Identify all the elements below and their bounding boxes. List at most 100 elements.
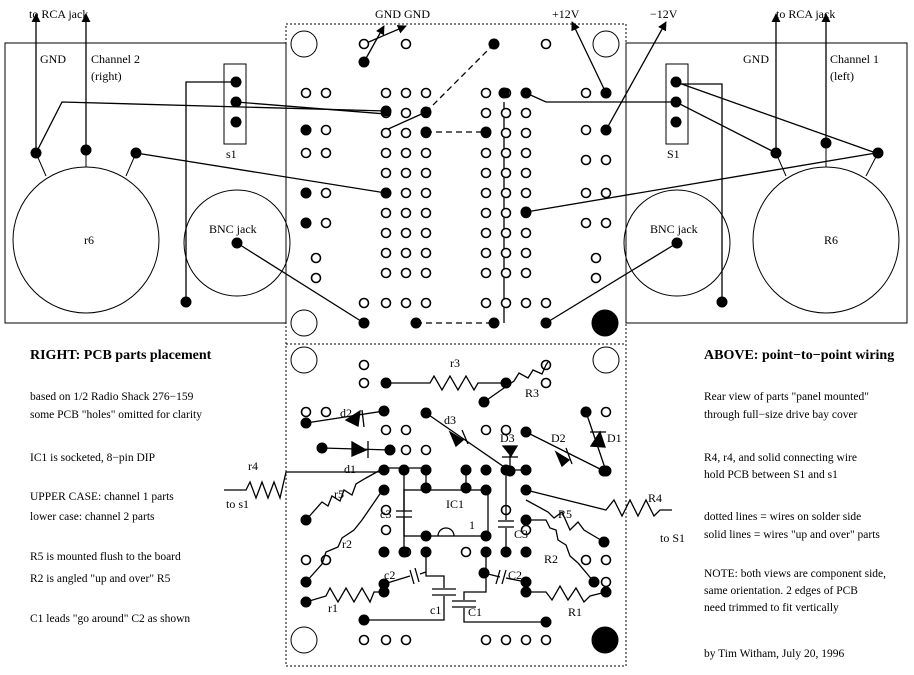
pad-open (480, 147, 492, 159)
pcb-outline (285, 23, 627, 667)
label-gnd-left: GND (40, 52, 66, 66)
bnc-jack-right (623, 189, 731, 297)
pad-open (358, 634, 370, 646)
pad-open (420, 267, 432, 279)
pad-open (400, 187, 412, 199)
right-note-8: same orientation. 2 edges of PCB (704, 585, 858, 597)
pad-open (520, 107, 532, 119)
pad-open (500, 247, 512, 259)
right-note-6: solid lines = wires "up and over" parts (704, 529, 880, 541)
label-R5: R5 (558, 507, 572, 521)
right-note-5: dotted lines = wires on solder side (704, 511, 862, 523)
pad-open (358, 359, 370, 371)
pad-open (420, 167, 432, 179)
pad-open (420, 227, 432, 239)
pad-filled (380, 105, 392, 117)
pad-filled (30, 147, 42, 159)
label-r1: r1 (328, 601, 338, 615)
left-note-8: C1 leads "go around" C2 as shown (30, 613, 191, 625)
right-panel-outline (625, 42, 908, 324)
pad-open (400, 107, 412, 119)
pad-open (500, 267, 512, 279)
pad-open (480, 107, 492, 119)
left-note-1: based on 1/2 Radio Shack 276−159 (30, 391, 194, 403)
label-to-s1: to s1 (226, 497, 249, 511)
label-D2: D2 (551, 431, 566, 445)
pad-open (500, 207, 512, 219)
label-minus12v: −12V (650, 7, 678, 21)
right-note-9: need trimmed to fit vertically (704, 602, 839, 614)
pad-open (520, 227, 532, 239)
pad-open (500, 227, 512, 239)
pad-open (300, 554, 312, 566)
pad-open (320, 87, 332, 99)
pad-open (580, 554, 592, 566)
label-to-S1: to S1 (660, 531, 685, 545)
label-D1: D1 (607, 431, 622, 445)
left-note-2: some PCB "holes" omitted for clarity (30, 409, 202, 421)
pad-open (400, 147, 412, 159)
label-channel2: Channel 2 (91, 52, 140, 66)
label-R6: R6 (824, 233, 838, 247)
label-D3: D3 (500, 431, 515, 445)
pad-open (380, 634, 392, 646)
left-note-4: UPPER CASE: channel 1 parts (30, 491, 174, 503)
pad-open (380, 87, 392, 99)
pad-open (480, 227, 492, 239)
pad-filled (230, 116, 242, 128)
pad-filled (380, 187, 392, 199)
pad-open (520, 267, 532, 279)
pad-filled (130, 147, 142, 159)
pad-filled (872, 147, 884, 159)
pad-open (600, 187, 612, 199)
pad-filled (230, 96, 242, 108)
label-r4: r4 (248, 459, 258, 473)
label-r6: r6 (84, 233, 94, 247)
pad-open (520, 297, 532, 309)
label-r2: r2 (342, 537, 352, 551)
pad-open (460, 546, 472, 558)
label-C2: C2 (508, 568, 522, 582)
pad-open (540, 377, 552, 389)
label-IC1: IC1 (446, 497, 464, 511)
pad-open (580, 217, 592, 229)
pad-open (420, 147, 432, 159)
pad-open (400, 444, 412, 456)
pad-open (300, 87, 312, 99)
label-to-rca-right: to RCA jack (776, 7, 835, 21)
pad-filled (300, 217, 312, 229)
pad-open (480, 167, 492, 179)
pad-open (420, 247, 432, 259)
pad-open (310, 272, 322, 284)
pad-open (580, 124, 592, 136)
pad-open (400, 634, 412, 646)
label-pin1: 1 (469, 518, 475, 532)
pad-open (480, 207, 492, 219)
label-R1: R1 (568, 605, 582, 619)
pad-open (520, 634, 532, 646)
pad-open (380, 147, 392, 159)
pad-open (380, 424, 392, 436)
label-r3: r3 (450, 356, 460, 370)
label-C3: C3 (514, 527, 528, 541)
pad-open (500, 167, 512, 179)
right-note-4: hold PCB between S1 and s1 (704, 469, 838, 481)
pad-open (600, 154, 612, 166)
pad-open (400, 207, 412, 219)
right-note-10: by Tim Witham, July 20, 1996 (704, 648, 845, 660)
label-gnd-gnd: GND GND (375, 7, 430, 21)
label-plus12v: +12V (552, 7, 580, 21)
right-notes-heading: ABOVE: point−to−point wiring (704, 348, 895, 363)
pad-open (400, 267, 412, 279)
pad-filled (488, 38, 500, 50)
pad-open (580, 87, 592, 99)
pad-open (520, 167, 532, 179)
label-d2: d2 (340, 406, 352, 420)
label-s1: s1 (226, 147, 237, 161)
pad-open (358, 297, 370, 309)
pad-open (380, 207, 392, 219)
label-R4: R4 (648, 491, 662, 505)
label-gnd-right: GND (743, 52, 769, 66)
pad-open (320, 217, 332, 229)
label-S1: S1 (667, 147, 680, 161)
